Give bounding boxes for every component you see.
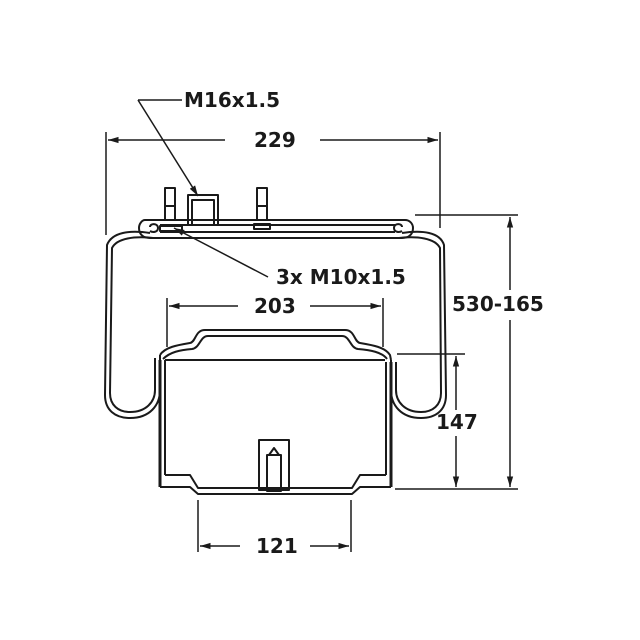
mounting-studs-label: 3x M10x1.5 [276, 265, 406, 289]
dimension-229: 229 [254, 128, 296, 152]
bellows-outline [104, 230, 447, 419]
piston [158, 329, 393, 495]
dimension-530-165: 530-165 [452, 292, 544, 316]
dimension-203: 203 [254, 294, 296, 318]
air-fitting [187, 194, 219, 226]
mounting-stud-right [253, 187, 271, 230]
mounting-stud-left [164, 187, 176, 221]
top-thread-label: M16x1.5 [184, 88, 281, 112]
top-plate [138, 219, 414, 239]
leader-lines [137, 99, 269, 278]
dimension-121: 121 [256, 534, 298, 558]
dimension-147: 147 [436, 410, 478, 434]
